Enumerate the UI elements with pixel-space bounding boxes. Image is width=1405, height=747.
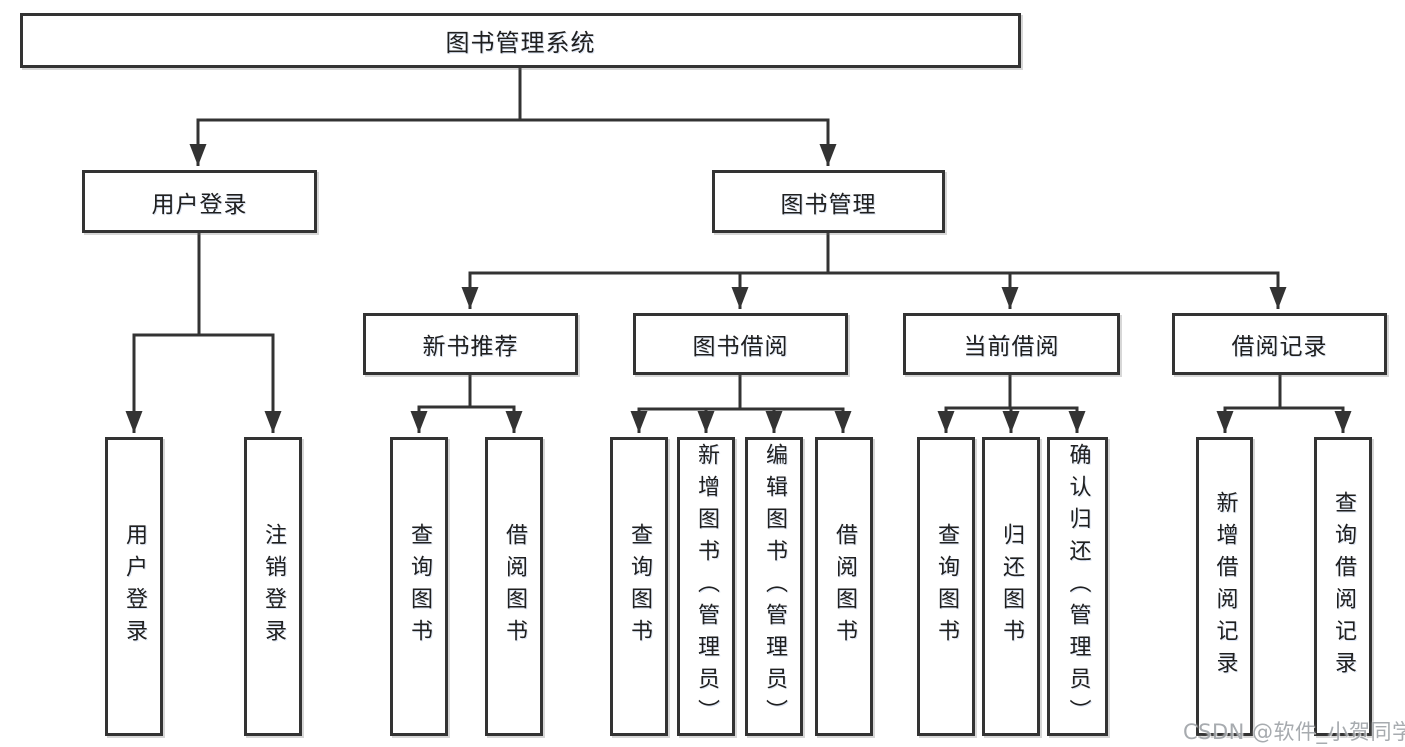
node-new-book-recommendation: 新书推荐 — [363, 313, 578, 375]
node-book-borrowing: 图书借阅 — [633, 313, 848, 375]
node-user-login: 用户登录 — [82, 170, 317, 233]
leaf-confirm-return-admin: 确认归还（管理员） — [1047, 437, 1108, 736]
leaf-search-books-borrowing: 查询图书 — [610, 437, 668, 736]
leaf-logout: 注销登录 — [244, 437, 302, 736]
leaf-add-books-admin: 新增图书（管理员） — [677, 437, 735, 736]
node-library-management-system: 图书管理系统 — [20, 13, 1021, 68]
leaf-search-borrow-record: 查询借阅记录 — [1314, 437, 1372, 736]
leaf-return-books: 归还图书 — [982, 437, 1040, 736]
node-book-management: 图书管理 — [712, 170, 945, 233]
leaf-user-login: 用户登录 — [105, 437, 163, 736]
csdn-watermark: CSDN @软件_小贺同学 — [1183, 720, 1405, 744]
node-current-borrowing: 当前借阅 — [903, 313, 1120, 375]
leaf-borrow-books-recommend: 借阅图书 — [485, 437, 543, 736]
leaf-add-borrow-record: 新增借阅记录 — [1196, 437, 1253, 736]
node-borrowing-records: 借阅记录 — [1172, 313, 1387, 375]
leaf-search-books-current: 查询图书 — [917, 437, 975, 736]
leaf-search-books-recommend: 查询图书 — [390, 437, 448, 736]
leaf-edit-books-admin: 编辑图书（管理员） — [745, 437, 803, 736]
leaf-borrow-books-borrowing: 借阅图书 — [815, 437, 873, 736]
